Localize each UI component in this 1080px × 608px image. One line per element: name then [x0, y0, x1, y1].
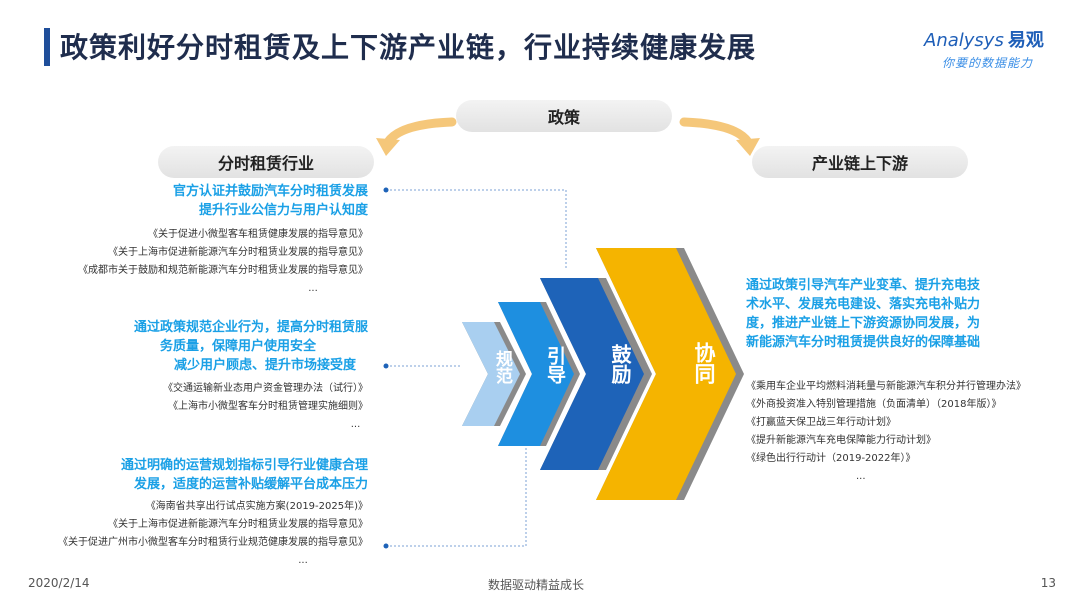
left-sector-pill: 分时租赁行业 — [158, 146, 374, 178]
left-block-1-headline-1: 官方认证并鼓励汽车分时租赁发展 — [172, 184, 368, 199]
right-block-docs: 《乘用车企业平均燃料消耗量与新能源汽车积分并行管理办法》 《外商投资准入特别管理… — [746, 378, 1026, 486]
left-block-1: 官方认证并鼓励汽车分时租赁发展 提升行业公信力与用户认知度 — [173, 182, 368, 220]
chevron-label-1: 规范 — [492, 350, 512, 384]
right-block-headline-2: 术水平、发展充电建设、落实充电补贴力 — [746, 297, 981, 312]
left-block-2-headline-1: 通过政策规范企业行为，提高分时租赁服 — [133, 320, 368, 335]
left-block-2: 通过政策规范企业行为，提高分时租赁服 务质量，保障用户使用安全 减少用户顾虑、提… — [134, 318, 368, 375]
chevron-label-4: 协同 — [692, 342, 716, 384]
title-accent-bar — [44, 28, 50, 66]
doc-ellipsis: ... — [298, 555, 308, 566]
doc-item: 《上海市小微型客车分时租赁管理实施细则》 — [168, 401, 368, 412]
left-block-2-headline-2: 务质量，保障用户使用安全 — [159, 339, 316, 354]
left-block-3-headline-1: 通过明确的运营规划指标引导行业健康合理 — [120, 458, 368, 473]
connector-dot-2 — [383, 363, 389, 369]
left-block-1-headline-2: 提升行业公信力与用户认知度 — [198, 203, 368, 218]
right-sector-pill: 产业链上下游 — [752, 146, 968, 178]
left-curved-arrow — [383, 117, 457, 147]
right-curved-arrow — [679, 117, 753, 147]
logo-brand: nalysys — [936, 30, 1004, 51]
left-block-3-docs: 《海南省共享出行试点实施方案(2019-2025年)》 《关于上海市促进新能源汽… — [58, 498, 368, 570]
page-number: 13 — [1040, 576, 1056, 590]
doc-item: 《打赢蓝天保卫战三年行动计划》 — [746, 417, 896, 428]
chevron-3 — [540, 278, 644, 470]
doc-item: 《提升新能源汽车充电保障能力行动计划》 — [746, 435, 936, 446]
chevron-label-2: 引导 — [544, 346, 566, 384]
doc-ellipsis: ... — [308, 283, 318, 294]
logo-initial: A — [924, 30, 937, 51]
logo-tagline: 你要的数据能力 — [942, 56, 1034, 70]
right-arrow-head — [736, 138, 760, 156]
connector-dot-1 — [383, 187, 389, 193]
left-arrow-head — [376, 138, 400, 156]
left-block-3: 通过明确的运营规划指标引导行业健康合理 发展，适度的运营补贴缓解平台成本压力 — [121, 456, 368, 494]
left-block-3-headline-2: 发展，适度的运营补贴缓解平台成本压力 — [133, 477, 368, 492]
connector-bottom — [386, 440, 527, 547]
chevron-1 — [462, 322, 520, 426]
chevron-2 — [498, 302, 574, 446]
doc-ellipsis: ... — [350, 419, 361, 430]
right-block-headline-3: 度，推进产业链上下游资源协同发展，为 — [746, 316, 981, 331]
footer-date: 2020/2/14 — [28, 576, 90, 590]
doc-item: 《关于促进小微型客车租赁健康发展的指导意见》 — [148, 229, 368, 240]
left-block-2-headline-3: 减少用户顾虑、提升市场接受度 — [173, 358, 356, 373]
footer-slogan: 数据驱动精益成长 — [488, 578, 585, 592]
doc-ellipsis: ... — [856, 471, 866, 482]
left-block-1-docs: 《关于促进小微型客车租赁健康发展的指导意见》 《关于上海市促进新能源汽车分时租赁… — [78, 226, 368, 298]
doc-item: 《关于促进广州市小微型客车分时租赁行业规范健康发展的指导意见》 — [58, 537, 368, 548]
doc-item: 《外商投资准入特别管理措施（负面清单）（2018年版）》 — [746, 399, 1002, 410]
doc-item: 《乘用车企业平均燃料消耗量与新能源汽车积分并行管理办法》 — [746, 381, 1026, 392]
page-title: 政策利好分时租赁及上下游产业链，行业持续健康发展 — [60, 31, 757, 64]
left-block-2-docs: 《交通运输新业态用户资金管理办法（试行）》 《上海市小微型客车分时租赁管理实施细… — [163, 380, 368, 434]
logo-brand-cn: 易观 — [1007, 30, 1044, 51]
doc-item: 《关于上海市促进新能源汽车分时租赁业发展的指导意见》 — [108, 519, 368, 530]
connector-dot-3 — [383, 543, 389, 549]
policy-pill: 政策 — [456, 100, 672, 132]
doc-item: 《交通运输新业态用户资金管理办法（试行）》 — [163, 383, 368, 394]
right-block-headline-4: 新能源汽车分时租赁提供良好的保障基础 — [746, 335, 981, 350]
doc-item: 《绿色出行行动计（2019-2022年）》 — [746, 453, 916, 464]
chevron-label-3: 鼓励 — [608, 344, 632, 384]
right-block: 通过政策引导汽车产业变革、提升充电技 术水平、发展充电建设、落实充电补贴力 度，… — [746, 276, 980, 352]
doc-item: 《成都市关于鼓励和规范新能源汽车分时租赁业发展的指导意见》 — [78, 265, 368, 276]
connector-top — [386, 189, 567, 268]
right-block-headline-1: 通过政策引导汽车产业变革、提升充电技 — [746, 278, 981, 293]
chevron-4 — [596, 248, 736, 500]
doc-item: 《海南省共享出行试点实施方案(2019-2025年)》 — [145, 501, 368, 512]
doc-item: 《关于上海市促进新能源汽车分时租赁业发展的指导意见》 — [108, 247, 368, 258]
